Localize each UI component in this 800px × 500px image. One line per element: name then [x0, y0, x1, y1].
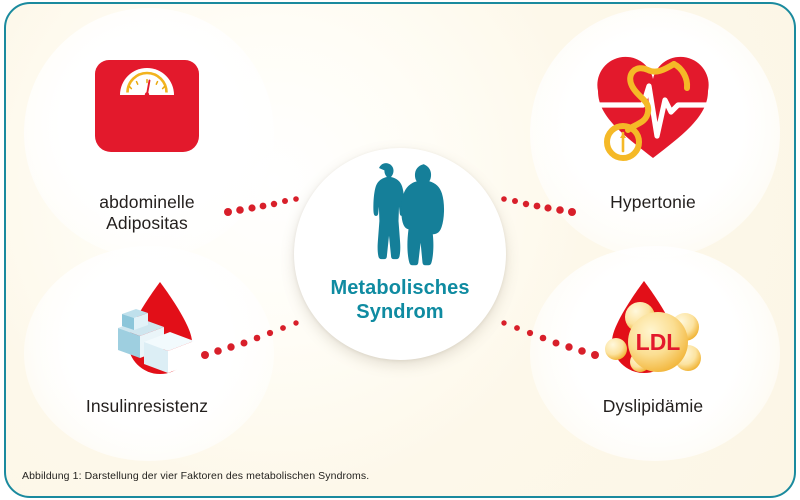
blood-drop-with-sugar-cubes-icon: [22, 276, 272, 396]
center-node-metabolic-syndrome[interactable]: Metabolisches Syndrom: [294, 148, 506, 360]
factor-insulin-resistance[interactable]: Insulinresistenz: [22, 276, 272, 417]
center-title: Metabolisches Syndrom: [330, 276, 469, 325]
factor-label: abdominelle Adipositas: [22, 192, 272, 235]
ldl-badge-text: LDL: [636, 329, 681, 355]
factor-label: Insulinresistenz: [22, 396, 272, 417]
factor-abdominal-obesity[interactable]: abdominelle Adipositas: [22, 42, 272, 235]
factor-dyslipidemia[interactable]: LDL Dyslipidämie: [528, 276, 778, 417]
factor-label: Hypertonie: [528, 192, 778, 213]
blood-drop-with-ldl-molecule-icon: LDL: [528, 276, 778, 396]
center-title-line2: Syndrom: [356, 301, 444, 324]
caption-divider: [6, 462, 794, 463]
factor-label-line2: Adipositas: [106, 213, 188, 234]
factor-label-line1: Dyslipidämie: [602, 396, 704, 416]
figure-caption: Abbildung 1: Darstellung der vier Faktor…: [22, 470, 370, 482]
factor-label-line1: abdominelle: [99, 192, 195, 212]
bathroom-scale-icon: [22, 42, 272, 192]
factor-label: Dyslipidämie: [528, 396, 778, 417]
center-title-line1: Metabolisches: [330, 277, 470, 299]
factor-label-line1: Insulinresistenz: [85, 396, 209, 416]
heart-with-stethoscope-icon: [528, 42, 778, 192]
factor-hypertension[interactable]: Hypertonie: [528, 42, 778, 213]
overweight-couple-silhouette-icon: [346, 162, 454, 270]
factor-label-line1: Hypertonie: [610, 192, 696, 212]
